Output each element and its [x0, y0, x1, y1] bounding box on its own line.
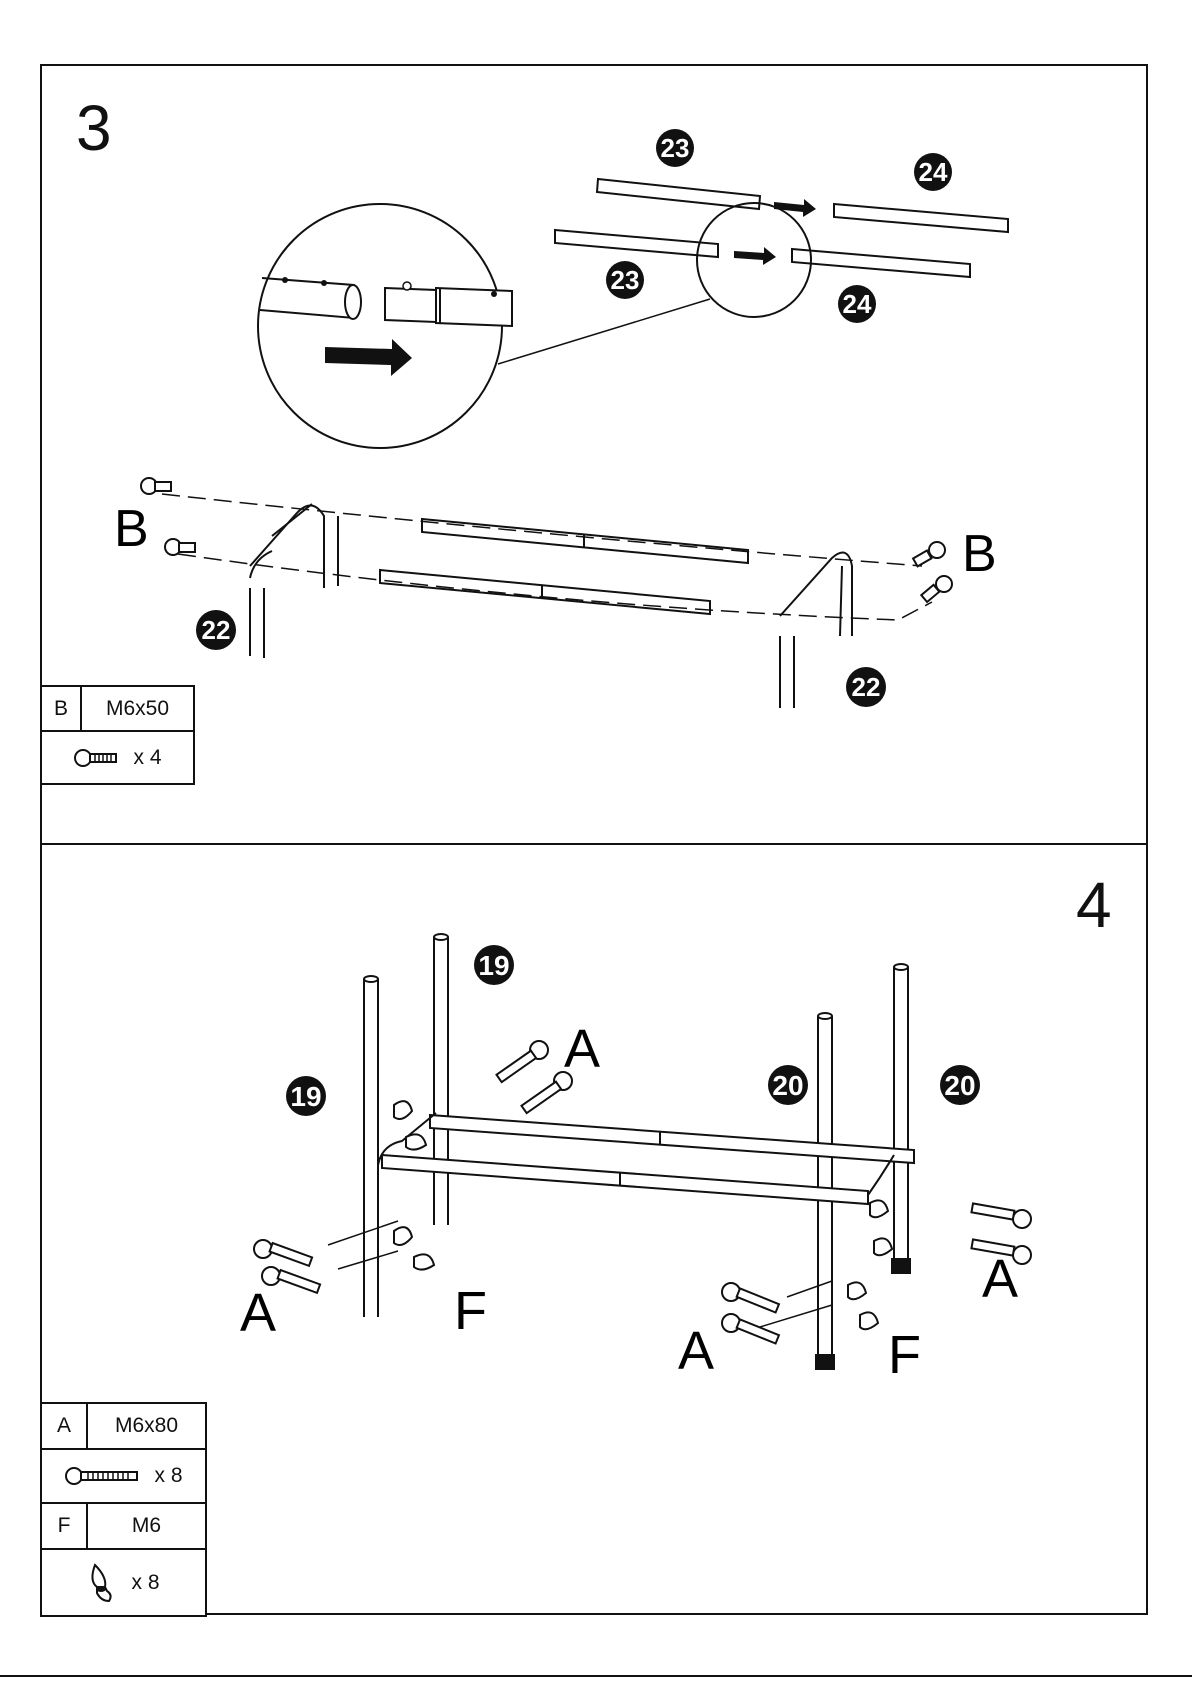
- wing-nut-icon: [87, 1561, 117, 1605]
- part-number: 22: [202, 615, 231, 645]
- legend-code: B: [41, 686, 81, 731]
- hardware-letter: A: [240, 1283, 276, 1343]
- legend-code: F: [41, 1503, 87, 1549]
- long-bolt-icon: [64, 1465, 140, 1487]
- bolt-icon: [73, 747, 119, 769]
- part-number: 23: [611, 265, 640, 295]
- part-number: 20: [944, 1070, 975, 1101]
- hardware-legend: A M6x80 x 8 F M6: [40, 1402, 207, 1617]
- part-number: 24: [843, 289, 872, 319]
- hardware-legend: B M6x50 x 4: [40, 685, 195, 785]
- legend-size: M6x50: [81, 686, 194, 731]
- part-number: 19: [478, 950, 509, 981]
- hardware-letter: F: [888, 1325, 921, 1385]
- step-4-panel: 4: [40, 843, 1148, 1615]
- part-number: 19: [290, 1081, 321, 1112]
- part-number: 22: [852, 672, 881, 702]
- part-number: 20: [772, 1070, 803, 1101]
- legend-code: A: [41, 1403, 87, 1449]
- callouts-step-4: 19 19 20 20 A A F A F A: [42, 845, 1146, 1613]
- hardware-letter: F: [454, 1281, 487, 1341]
- hardware-letter: B: [114, 500, 149, 558]
- hardware-letter: B: [962, 525, 997, 583]
- legend-size: M6: [87, 1503, 206, 1549]
- part-number: 23: [661, 133, 690, 163]
- callouts-step-3: 23 24 23 24 22 22 B B: [42, 66, 1146, 843]
- hardware-letter: A: [564, 1019, 600, 1079]
- part-number: 24: [919, 157, 948, 187]
- legend-quantity: x 8: [131, 1571, 159, 1595]
- page-footer-rule: [0, 1675, 1192, 1677]
- legend-quantity: x 8: [154, 1464, 182, 1488]
- legend-size: M6x80: [87, 1403, 206, 1449]
- hardware-letter: A: [982, 1249, 1018, 1309]
- step-3-panel: 3: [40, 64, 1148, 845]
- hardware-letter: A: [678, 1321, 714, 1381]
- legend-quantity: x 4: [133, 746, 161, 770]
